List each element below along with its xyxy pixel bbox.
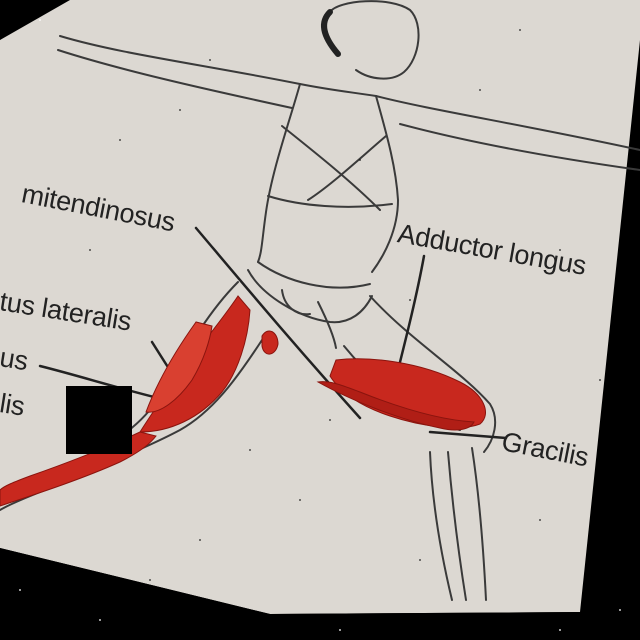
- black-occlusion-box: [66, 386, 132, 454]
- speckle-noise-light: [19, 19, 621, 631]
- hamstring-muscle: [145, 321, 213, 413]
- pelvis-muscle: [261, 330, 279, 355]
- adductor-muscle: [329, 358, 486, 429]
- gracilis-muscle: [316, 381, 475, 431]
- figure-outline: [0, 0, 640, 601]
- speckle-noise: [59, 29, 601, 581]
- backdrop-bottom: [0, 548, 640, 640]
- muscle-highlights: [0, 295, 486, 507]
- label-partial-upper: us: [0, 342, 31, 377]
- backdrop-left: [0, 0, 70, 40]
